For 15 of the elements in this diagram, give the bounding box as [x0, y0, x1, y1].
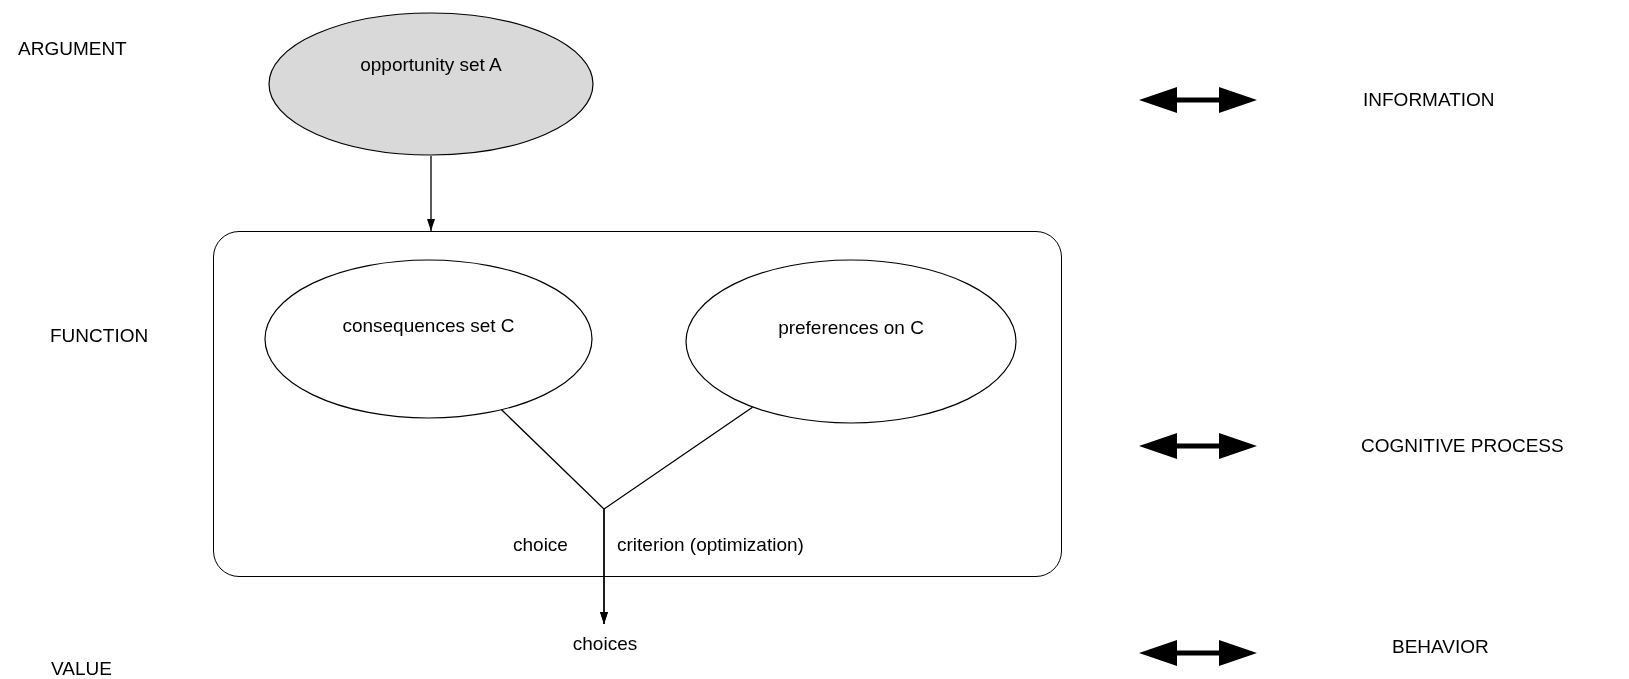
node-label: consequences set C — [342, 315, 515, 338]
node-label: preferences on C — [778, 317, 924, 340]
rounded-container — [213, 231, 1062, 577]
node-text: choices — [565, 624, 645, 664]
arrow — [600, 406, 754, 625]
text-label: ARGUMENT — [18, 38, 127, 60]
text-label: FUNCTION — [50, 325, 149, 347]
text-label: VALUE — [51, 658, 112, 679]
text-label: BEHAVIOR — [1392, 636, 1489, 658]
text-label: criterion (optimization) — [617, 534, 804, 556]
text-label: INFORMATION — [1363, 89, 1495, 111]
text-label: choice — [513, 534, 568, 556]
text-label: COGNITIVE PROCESS — [1361, 435, 1564, 457]
arrow — [427, 155, 435, 232]
node-label: opportunity set A — [360, 54, 502, 77]
